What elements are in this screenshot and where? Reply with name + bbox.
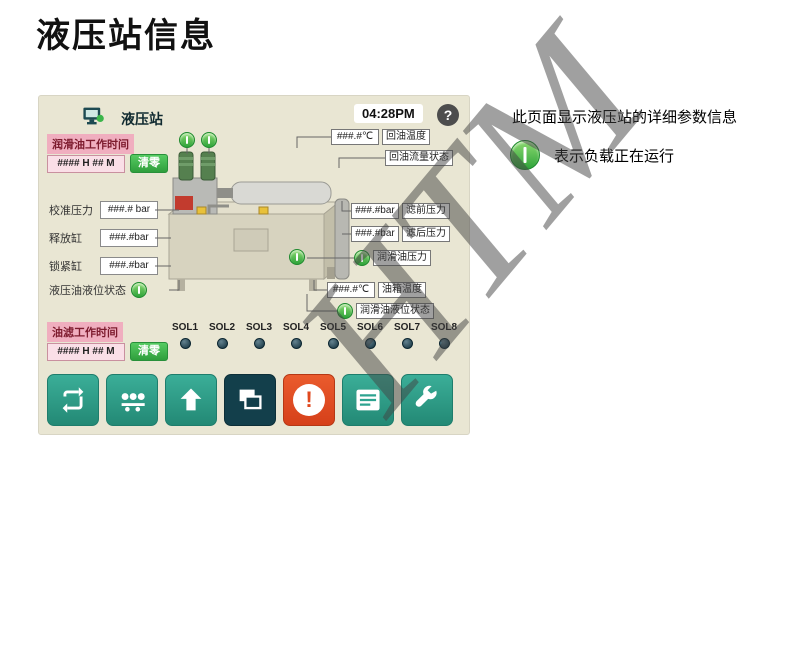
motor1-run-indicator — [179, 132, 195, 148]
sol5-indicator: SOL5 — [315, 322, 351, 354]
legend-running-indicator: 表示负载正在运行 — [510, 140, 674, 170]
filter-timer-row: #### H ## M 清零 — [47, 342, 168, 361]
tank-temp-value: ###.#℃ — [327, 282, 375, 298]
filter-timer-value: #### H ## M — [47, 342, 125, 361]
sol4-indicator: SOL4 — [278, 322, 314, 354]
callout-return-oil-temp: ###.#℃ 回油温度 — [331, 129, 430, 145]
callout-postfilter-pressure: ###.#bar 滤后压力 — [351, 226, 450, 242]
report-icon — [356, 389, 380, 411]
prefilter-pressure-label: 滤前压力 — [402, 203, 450, 219]
sol6-dot — [364, 338, 376, 349]
callout-tank-temp: ###.#℃ 油箱温度 — [327, 282, 426, 298]
lube-timer-clear-button[interactable]: 清零 — [130, 154, 168, 173]
sol3-dot — [253, 338, 265, 349]
legend-text: 表示负载正在运行 — [554, 147, 675, 165]
page-description: 此页面显示液压站的详细参数信息 — [512, 109, 738, 126]
callout-return-oil-flow-status: 回油流量状态 — [385, 150, 453, 166]
lube-oil-pressure-label: 润滑油压力 — [373, 250, 431, 266]
hmi-screen: 液压站 04:28PM ? 润滑油工作时间 #### H ## M 清零 校准压… — [38, 95, 470, 435]
sol5-dot — [327, 338, 339, 349]
help-button[interactable]: ? — [437, 104, 459, 126]
up-arrow-icon — [180, 388, 202, 411]
hydraulic-oil-level-label: 液压油液位状态 — [49, 285, 126, 297]
filter-timer-clear-button[interactable]: 清零 — [130, 342, 168, 361]
hmi-title: 液压站 — [121, 111, 163, 127]
sol1-dot — [179, 338, 191, 349]
running-indicator-icon — [510, 140, 540, 170]
sol4-dot — [290, 338, 302, 349]
return-oil-flow-status-label: 回油流量状态 — [385, 150, 453, 166]
sol1-label: SOL1 — [171, 322, 199, 333]
sol8-indicator: SOL8 — [426, 322, 462, 354]
sol2-indicator: SOL2 — [204, 322, 240, 354]
nav-settings-button[interactable] — [401, 374, 453, 426]
sol7-label: SOL7 — [393, 322, 421, 333]
screens-icon — [239, 389, 262, 410]
postfilter-pressure-label: 滤后压力 — [402, 226, 450, 242]
sol6-label: SOL6 — [356, 322, 384, 333]
prefilter-pressure-value: ###.#bar — [351, 203, 399, 219]
lube-oil-level-indicator — [337, 303, 353, 319]
wrench-icon — [415, 385, 437, 407]
sol1-indicator: SOL1 — [167, 322, 203, 354]
sol7-dot — [401, 338, 413, 349]
nav-rollers-button[interactable] — [106, 374, 158, 426]
sol3-indicator: SOL3 — [241, 322, 277, 354]
sol6-indicator: SOL6 — [352, 322, 388, 354]
nav-alarm-button[interactable]: ! — [283, 374, 335, 426]
sol8-label: SOL8 — [430, 322, 458, 333]
motor2-run-indicator — [201, 132, 217, 148]
hydraulic-station-illustration — [167, 151, 350, 291]
lube-timer-header: 润滑油工作时间 — [47, 134, 134, 154]
clock-display: 04:28PM — [354, 104, 423, 123]
sol7-indicator: SOL7 — [389, 322, 425, 354]
sol2-dot — [216, 338, 228, 349]
return-oil-temp-value: ###.#℃ — [331, 129, 379, 145]
sol3-label: SOL3 — [245, 322, 273, 333]
lock-cylinder-row: 锁紧缸 ###.#bar — [49, 257, 158, 275]
hydraulic-oil-level-row: 液压油液位状态 — [49, 282, 147, 298]
calibration-pressure-label: 校准压力 — [49, 205, 93, 217]
postfilter-pressure-value: ###.#bar — [351, 226, 399, 242]
nav-report-button[interactable] — [342, 374, 394, 426]
callout-lube-oil-level-status: 润滑油液位状态 — [337, 303, 434, 319]
sol4-label: SOL4 — [282, 322, 310, 333]
lock-cylinder-label: 锁紧缸 — [49, 261, 82, 273]
tank-temp-label: 油箱温度 — [378, 282, 426, 298]
lube-timer-row: #### H ## M 清零 — [47, 154, 168, 173]
return-oil-temp-label: 回油温度 — [382, 129, 430, 145]
lube-timer-value: #### H ## M — [47, 154, 125, 173]
lock-cylinder-value: ###.#bar — [100, 257, 158, 275]
lube-oil-pressure-indicator — [354, 250, 370, 266]
nav-screens-button[interactable] — [224, 374, 276, 426]
nav-cycle-button[interactable] — [47, 374, 99, 426]
nav-up-arrow-button[interactable] — [165, 374, 217, 426]
sol5-label: SOL5 — [319, 322, 347, 333]
sol2-label: SOL2 — [208, 322, 236, 333]
release-cylinder-label: 释放缸 — [49, 233, 82, 245]
cycle-icon — [62, 387, 84, 413]
hydraulic-oil-level-indicator — [131, 282, 147, 298]
page-title: 液压站信息 — [36, 17, 216, 55]
filter-timer-header: 油滤工作时间 — [47, 322, 123, 342]
lube-oil-level-status-label: 润滑油液位状态 — [356, 303, 434, 319]
lube-pump-run-indicator — [289, 249, 305, 265]
rollers-icon — [121, 393, 145, 412]
monitor-icon — [81, 104, 105, 128]
alarm-icon: ! — [293, 384, 325, 416]
release-cylinder-value: ###.#bar — [100, 229, 158, 247]
callout-lube-oil-pressure: 润滑油压力 — [354, 250, 431, 266]
sol8-dot — [438, 338, 450, 349]
release-cylinder-row: 释放缸 ###.#bar — [49, 229, 158, 247]
callout-prefilter-pressure: ###.#bar 滤前压力 — [351, 203, 450, 219]
